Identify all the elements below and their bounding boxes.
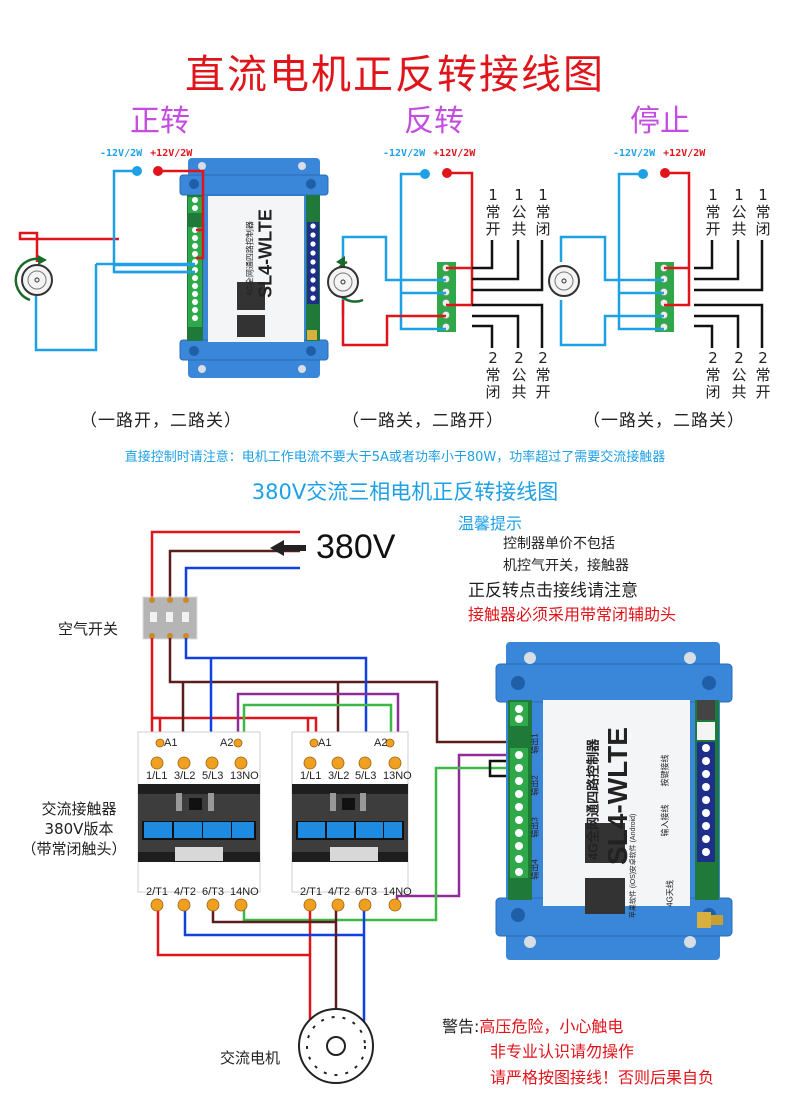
- supply-voltage-label: 380V: [316, 528, 396, 566]
- relay-label-2no: 2常开: [755, 349, 771, 401]
- term-t3: 6/T3: [202, 886, 225, 898]
- dc-motor-stop: [548, 265, 580, 297]
- tip-line-1: 控制器单价不包括: [503, 536, 615, 552]
- coil-a2-label: A2: [220, 737, 234, 749]
- power-label-forward: -12V/2W+12V/2W: [100, 148, 193, 159]
- ac-controller-terminals-right: [702, 744, 710, 856]
- tip-wiring: 正反转点击接线请注意: [468, 581, 638, 601]
- ac-section-title: 380V交流三相电机正反转接线图: [251, 480, 559, 504]
- contactor-terminal-screws: [150, 738, 402, 912]
- term-t1: 2/T1: [300, 886, 323, 898]
- contactor-label-1: 交流接触器: [41, 800, 117, 818]
- warning-line-2: 非专业认识请勿操作: [490, 1042, 635, 1061]
- qr-code-android: [585, 823, 625, 863]
- state-forward: （一路开，二路关）: [80, 411, 242, 431]
- contactor-2: [291, 731, 409, 893]
- relay-terminal-block: [437, 262, 456, 332]
- relay-label-1nc: 1常闭: [755, 186, 771, 238]
- warning-line-3: 请严格按图接线！否则后果自负: [490, 1068, 715, 1087]
- coil-a2-label: A2: [374, 737, 388, 749]
- term-13no: 13NO: [383, 770, 412, 782]
- tip-contactor-required: 接触器必须采用带常闭辅助头: [468, 605, 677, 624]
- term-l2: 3/L2: [328, 770, 350, 782]
- ac-supply-wires: [150, 530, 300, 598]
- relay-label-2com: 2公共: [511, 349, 527, 401]
- antenna-label: 4G天线: [665, 880, 675, 907]
- diagram-title: 直流电机正反转接线图: [185, 52, 605, 98]
- relay-label-1no: 1常开: [485, 186, 501, 238]
- breaker-label: 空气开关: [58, 620, 119, 638]
- relay-label-2nc: 2常闭: [485, 349, 501, 401]
- ac-controller-terminals-left: [515, 705, 523, 876]
- air-breaker: [142, 596, 198, 640]
- term-14no: 14NO: [383, 886, 412, 898]
- ac-controller-module: [495, 642, 733, 960]
- tip-line-2: 机控气开关，接触器: [503, 558, 629, 574]
- contactor-label-3: （带常闭触头）: [21, 840, 127, 858]
- contactor-1: [137, 731, 261, 893]
- term-14no: 14NO: [230, 886, 259, 898]
- state-stop: （一路关，二路关）: [583, 411, 745, 431]
- relay-label-2com: 2公共: [731, 349, 747, 401]
- relay-label-2nc: 2常闭: [705, 349, 721, 401]
- term-l3: 5/L3: [355, 770, 377, 782]
- ac-motor: [298, 1008, 374, 1084]
- relay-label-1nc: 1常闭: [535, 186, 551, 238]
- power-label-reverse: -12V/2W+12V/2W: [383, 148, 476, 159]
- arrow-left-icon: [270, 540, 306, 556]
- qr-code-android: [237, 282, 265, 310]
- warning-line-1: 警告:高压危险，小心触电: [442, 1017, 624, 1036]
- qr-code-ios: [585, 878, 625, 914]
- term-t1: 2/T1: [146, 886, 169, 898]
- coil-a1-label: A1: [164, 737, 178, 749]
- dc-forward-panel: [14, 158, 329, 378]
- relay-label-1com: 1公共: [511, 186, 527, 238]
- term-t2: 4/T2: [328, 886, 351, 898]
- controller-name-ac: 4G全网通四路控制器: [585, 738, 601, 861]
- term-t3: 6/T3: [355, 886, 378, 898]
- contactor-label-2: 380V版本: [44, 820, 114, 838]
- dc-motor-reverse: [327, 256, 364, 303]
- controller-name-dc: 4G全网通四路控制器: [245, 221, 255, 296]
- state-reverse: （一路关，二路开）: [342, 411, 504, 431]
- term-t2: 4/T2: [174, 886, 197, 898]
- signal-input-label: 输入接线: [660, 804, 670, 837]
- relay-label-1no: 1常开: [705, 186, 721, 238]
- term-l3: 5/L3: [202, 770, 224, 782]
- dc-current-note: 直接控制时请注意：电机工作电流不要大于5A或者功率小于80W，功率超过了需要交流…: [124, 450, 666, 465]
- mode-reverse-label: 反转: [404, 104, 464, 139]
- term-l2: 3/L2: [174, 770, 196, 782]
- controller-model-dc: SL4-WLTE: [255, 209, 276, 298]
- term-l1: 1/L1: [146, 770, 168, 782]
- relay-label-2no: 2常开: [535, 349, 551, 401]
- ac-motor-label: 交流电机: [220, 1049, 281, 1067]
- ios-app-label: 苹果软件 (iOS): [630, 871, 637, 919]
- dc-motor-forward: [14, 255, 53, 302]
- qr-code-ios: [237, 315, 265, 337]
- relay-label-1com: 1公共: [731, 186, 747, 238]
- mode-forward-label: 正转: [130, 104, 190, 139]
- power-label-stop: -12V/2W+12V/2W: [613, 148, 706, 159]
- mode-stop-label: 停止: [630, 104, 690, 139]
- controller-terminals-right: [310, 223, 316, 301]
- output-4-label: 输出4: [530, 859, 540, 880]
- relay-terminal-block: [655, 262, 674, 332]
- coil-a1-label: A1: [318, 737, 332, 749]
- controller-module: [179, 158, 329, 378]
- term-13no: 13NO: [230, 770, 259, 782]
- dc-stop-panel: [548, 168, 764, 348]
- dc-reverse-panel: [327, 168, 544, 348]
- term-l1: 1/L1: [300, 770, 322, 782]
- tips-heading: 温馨提示: [458, 514, 523, 533]
